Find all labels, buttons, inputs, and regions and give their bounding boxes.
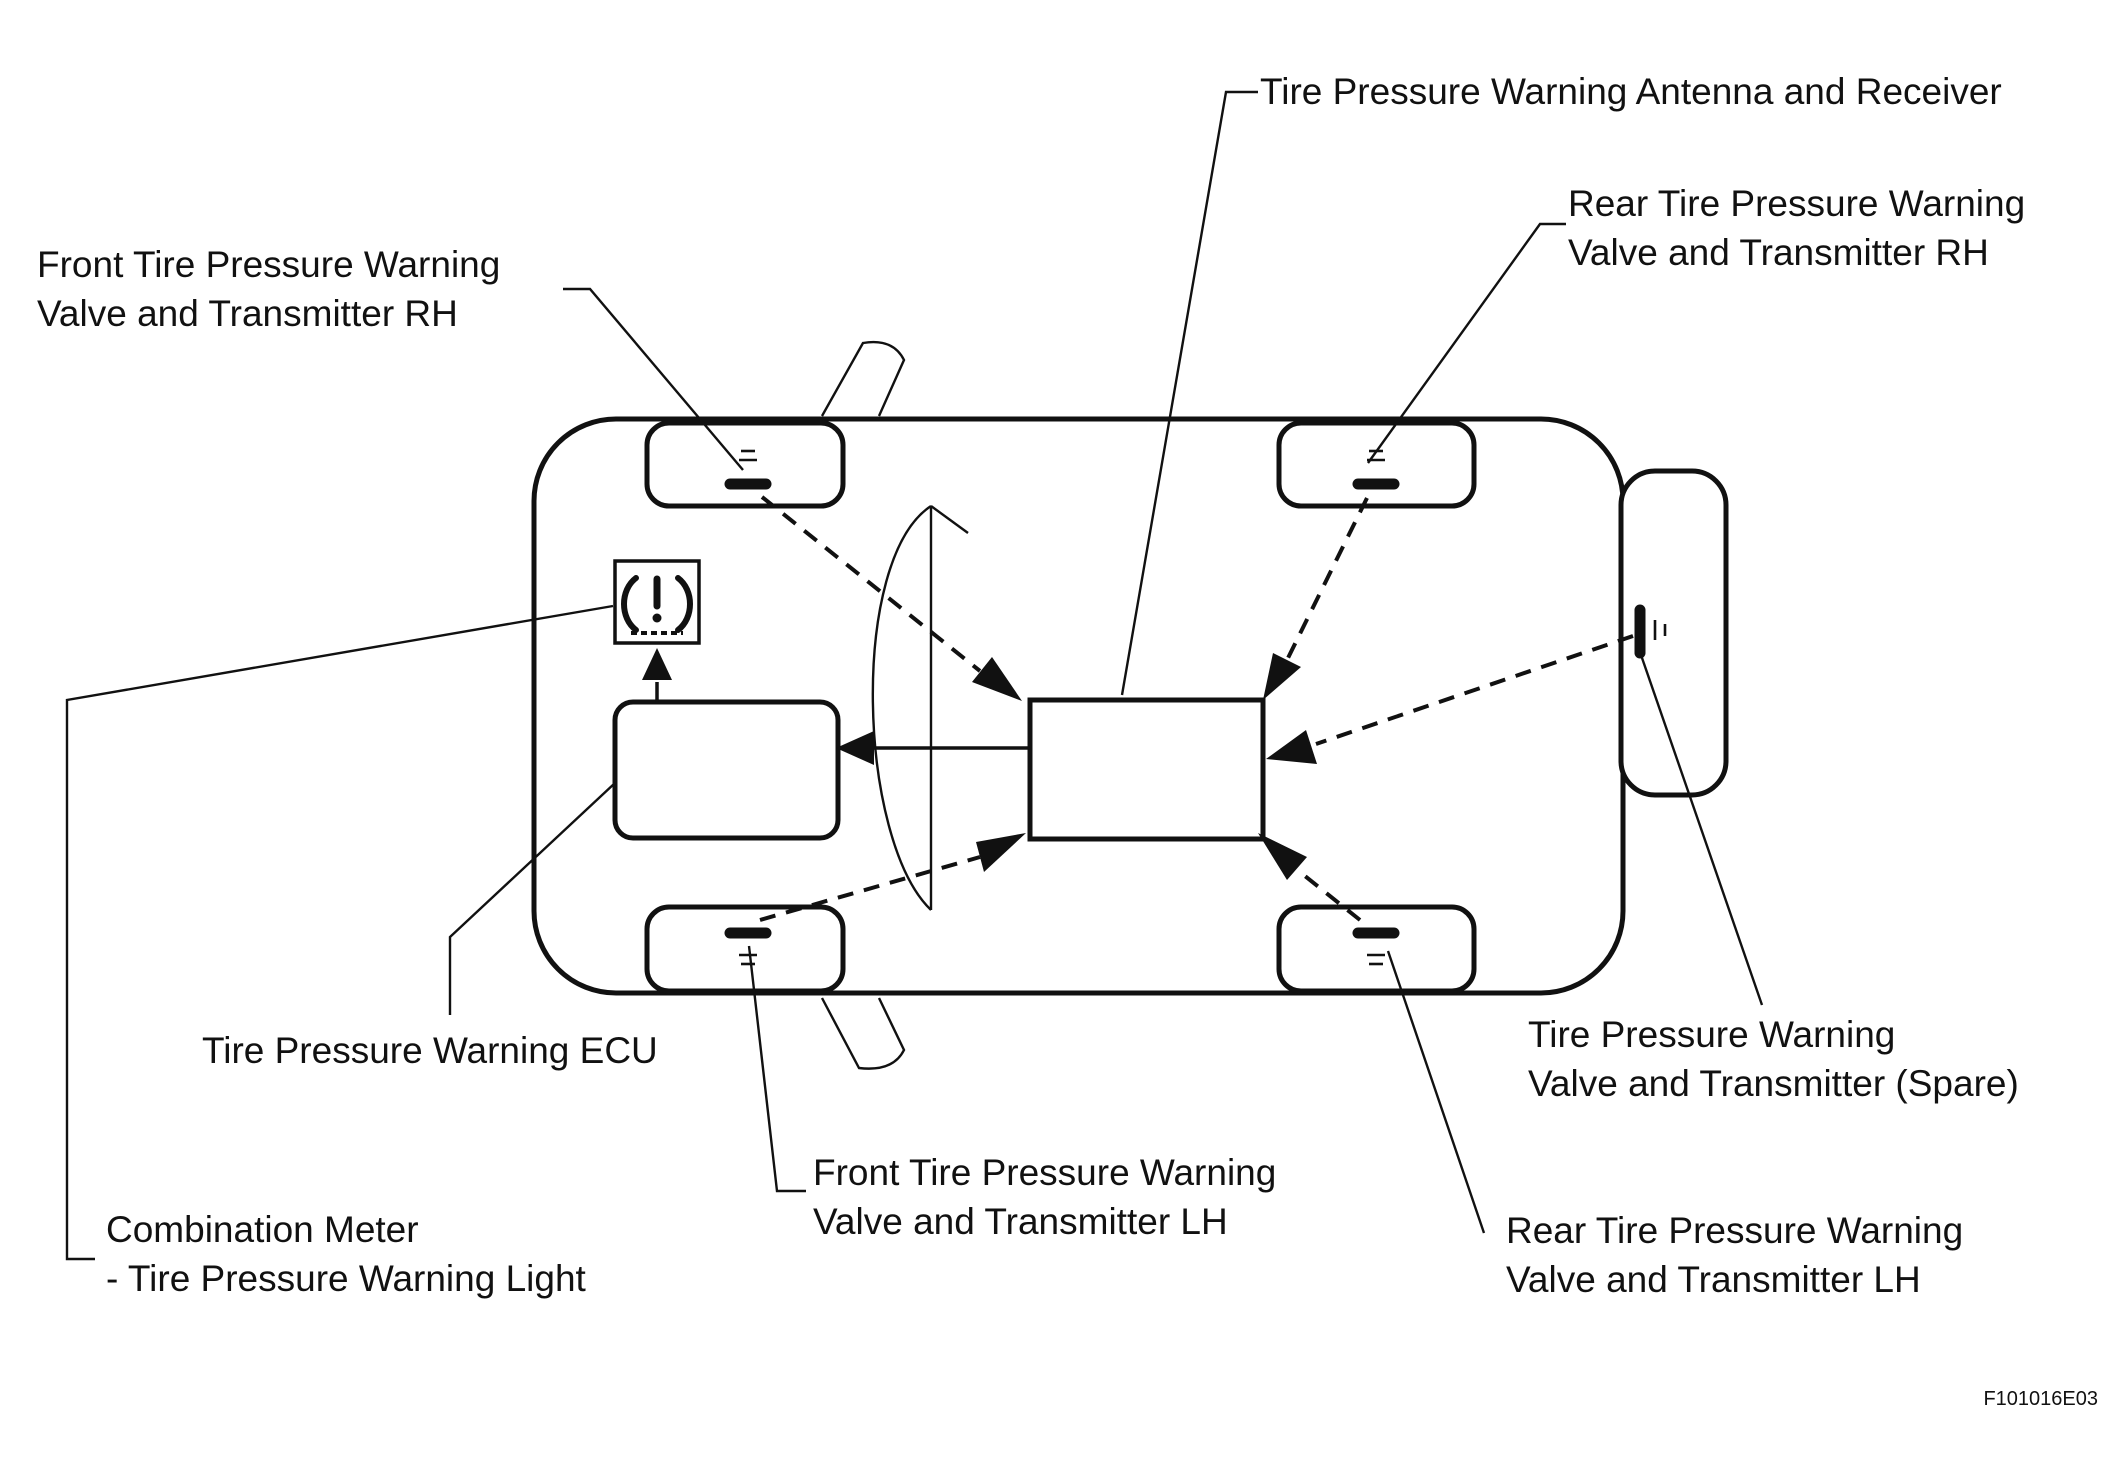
steering-column: [871, 504, 969, 911]
antenna-receiver-box: [1027, 697, 1266, 842]
label-antenna-receiver: Tire Pressure Warning Antenna and Receiv…: [1260, 71, 2002, 112]
signal-front-lh: [759, 833, 1026, 922]
label-front-rh-line1: Front Tire Pressure Warning: [37, 244, 500, 285]
sensor-front-rh: [724, 449, 772, 490]
wheel-front-rh: [644, 420, 846, 509]
spare-tire: [1618, 468, 1729, 798]
signal-rear-rh: [1263, 497, 1369, 700]
label-rear-rh-line1: Rear Tire Pressure Warning: [1568, 183, 2025, 224]
tire-pressure-warning-icon: [613, 559, 701, 645]
sensor-spare: [1634, 604, 1667, 659]
label-front-rh-line2: Valve and Transmitter RH: [37, 293, 458, 334]
label-front-lh-line2: Valve and Transmitter LH: [813, 1201, 1228, 1242]
signal-spare: [1266, 634, 1634, 764]
wheel-rear-rh: [1276, 420, 1477, 509]
tpms-ecu-box: [612, 699, 841, 841]
sensor-rear-lh: [1352, 927, 1400, 966]
label-rear-rh-line2: Valve and Transmitter RH: [1568, 232, 1989, 273]
steering-wheel: [820, 340, 906, 1070]
label-ecu: Tire Pressure Warning ECU: [202, 1030, 658, 1071]
figure-code: F101016E03: [1983, 1388, 2098, 1410]
label-rear-lh-line1: Rear Tire Pressure Warning: [1506, 1210, 1963, 1251]
wheel-rear-lh: [1276, 904, 1477, 994]
leader-lines: [65, 90, 1764, 1261]
label-spare-line1: Tire Pressure Warning: [1528, 1014, 1895, 1055]
signal-receiver-to-ecu: [836, 731, 1030, 765]
label-front-lh-line1: Front Tire Pressure Warning: [813, 1152, 1276, 1193]
signal-front-rh: [760, 495, 1022, 701]
label-meter-line1: Combination Meter: [106, 1209, 419, 1250]
label-rear-lh-line2: Valve and Transmitter LH: [1506, 1259, 1921, 1300]
wheel-front-lh: [644, 904, 846, 994]
sensor-front-lh: [724, 927, 772, 966]
signal-ecu-to-warning-light: [642, 648, 672, 702]
label-spare-line2: Valve and Transmitter (Spare): [1528, 1063, 2019, 1104]
signal-rear-lh: [1258, 833, 1362, 922]
label-meter-line2: - Tire Pressure Warning Light: [106, 1258, 587, 1299]
